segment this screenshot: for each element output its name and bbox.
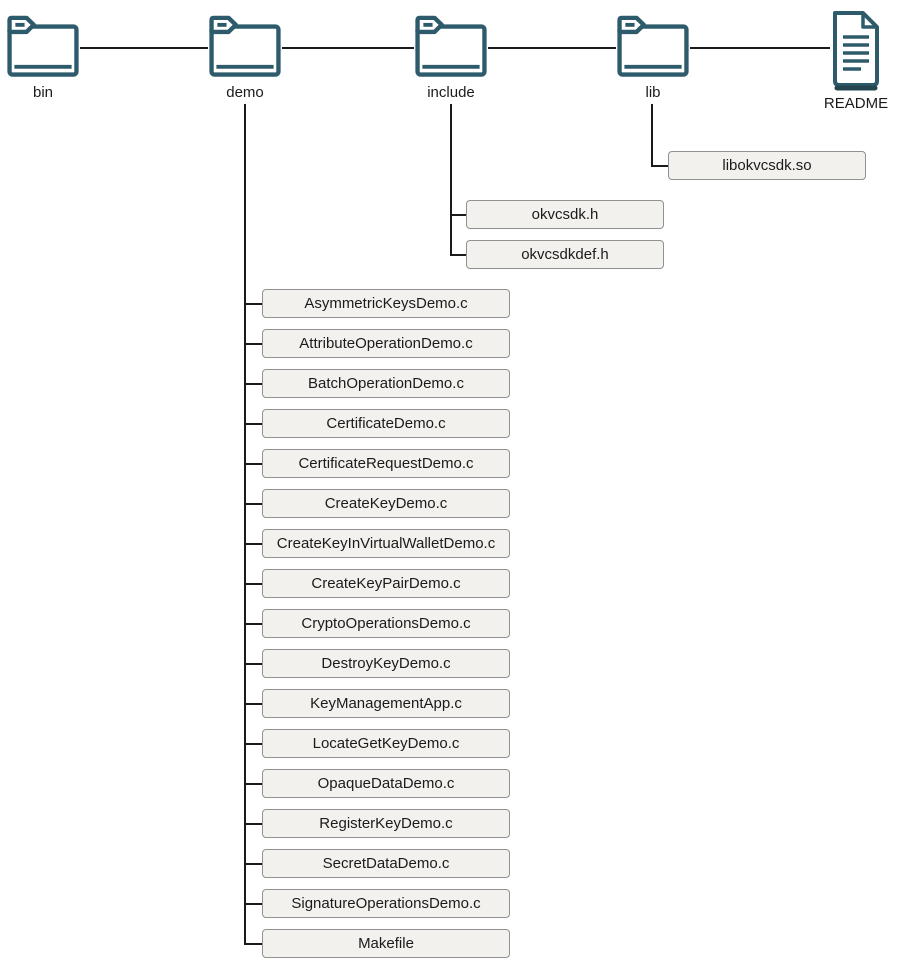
file-box-demo: CryptoOperationsDemo.c (262, 609, 510, 638)
connector-elbow-demo (244, 783, 262, 785)
connector-elbow-demo (244, 303, 262, 305)
node-readme: README (824, 9, 888, 112)
file-box-demo: CreateKeyInVirtualWalletDemo.c (262, 529, 510, 558)
file-box-demo: BatchOperationDemo.c (262, 369, 510, 398)
connector-trunk-include (450, 104, 452, 256)
connector-elbow-demo (244, 903, 262, 905)
connector-elbow-demo (244, 663, 262, 665)
file-box-demo: SecretDataDemo.c (262, 849, 510, 878)
folder-label: lib (645, 84, 661, 101)
connector-elbow-demo (244, 343, 262, 345)
file-box-demo: CreateKeyDemo.c (262, 489, 510, 518)
file-box-include: okvcsdkdef.h (466, 240, 664, 269)
document-icon (833, 11, 879, 91)
node-include: include (414, 14, 488, 101)
document-label: README (823, 95, 889, 112)
file-box-demo: OpaqueDataDemo.c (262, 769, 510, 798)
file-box-include: okvcsdk.h (466, 200, 664, 229)
file-box-demo: AttributeOperationDemo.c (262, 329, 510, 358)
connector-elbow-include (450, 254, 466, 256)
file-box-demo: KeyManagementApp.c (262, 689, 510, 718)
connector-elbow-demo (244, 743, 262, 745)
connector-line-demo-include (282, 47, 414, 49)
folder-icon (617, 15, 689, 77)
file-box-demo: DestroyKeyDemo.c (262, 649, 510, 678)
folder-label: demo (226, 84, 264, 101)
node-lib: lib (616, 14, 690, 101)
connector-elbow-demo (244, 943, 262, 945)
connector-elbow-demo (244, 423, 262, 425)
folder-label: include (427, 84, 475, 101)
folder-icon (209, 15, 281, 77)
file-box-demo: LocateGetKeyDemo.c (262, 729, 510, 758)
connector-elbow-demo (244, 463, 262, 465)
node-demo: demo (208, 14, 282, 101)
connector-trunk-demo (244, 104, 246, 945)
file-box-demo: SignatureOperationsDemo.c (262, 889, 510, 918)
file-box-demo: CreateKeyPairDemo.c (262, 569, 510, 598)
connector-line-lib-readme (690, 47, 830, 49)
connector-elbow-demo (244, 863, 262, 865)
file-box-demo: Makefile (262, 929, 510, 958)
connector-elbow-demo (244, 543, 262, 545)
connector-elbow-demo (244, 823, 262, 825)
connector-elbow-include (450, 214, 466, 216)
node-bin: bin (6, 14, 80, 101)
connector-elbow-demo (244, 583, 262, 585)
connector-elbow-lib (651, 165, 668, 167)
folder-label: bin (32, 84, 54, 101)
file-box-demo: AsymmetricKeysDemo.c (262, 289, 510, 318)
connector-elbow-demo (244, 383, 262, 385)
connector-trunk-lib (651, 104, 653, 167)
connector-elbow-demo (244, 703, 262, 705)
file-box-demo: RegisterKeyDemo.c (262, 809, 510, 838)
connector-line-bin-demo (80, 47, 208, 49)
folder-icon (415, 15, 487, 77)
connector-elbow-demo (244, 503, 262, 505)
file-box-demo: CertificateRequestDemo.c (262, 449, 510, 478)
file-box-lib: libokvcsdk.so (668, 151, 866, 180)
connector-elbow-demo (244, 623, 262, 625)
folder-icon (7, 15, 79, 77)
connector-line-include-lib (488, 47, 616, 49)
file-box-demo: CertificateDemo.c (262, 409, 510, 438)
